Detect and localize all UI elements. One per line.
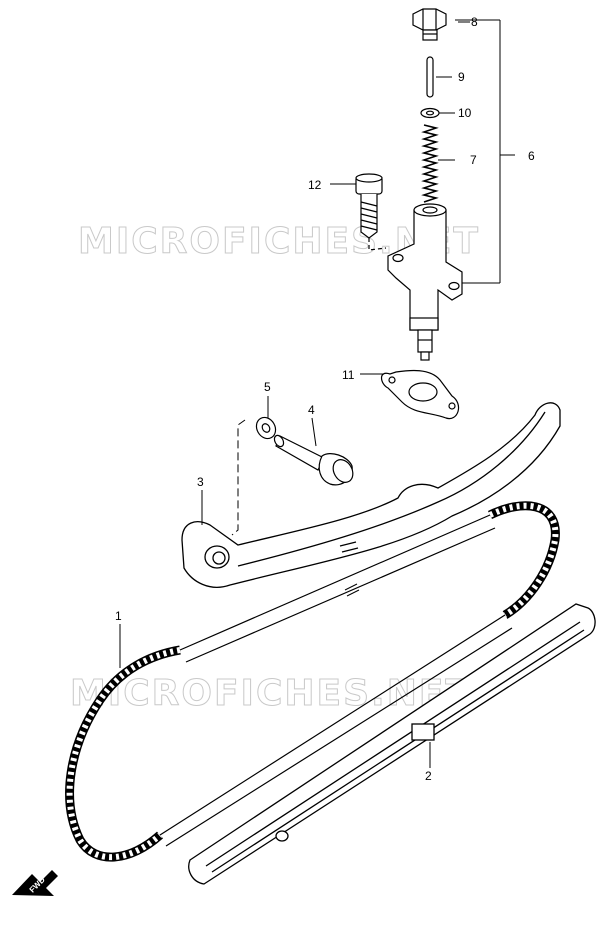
callout-10: 10 bbox=[458, 106, 472, 120]
bolt-12 bbox=[355, 173, 383, 239]
callout-5: 5 bbox=[264, 380, 271, 394]
callout-7: 7 bbox=[470, 153, 477, 167]
tensioner-body bbox=[387, 203, 463, 361]
leader-lines bbox=[119, 21, 470, 768]
bracket-6 bbox=[455, 19, 515, 284]
callout-3: 3 bbox=[197, 475, 204, 489]
spring-7 bbox=[421, 124, 439, 203]
assembly-guide-line bbox=[231, 419, 246, 536]
callout-4: 4 bbox=[308, 403, 315, 417]
cam-chain-1 bbox=[65, 501, 560, 862]
tensioner-assembly bbox=[355, 8, 463, 420]
bolt-8 bbox=[412, 8, 447, 41]
callout-2: 2 bbox=[425, 769, 432, 783]
callout-1: 1 bbox=[115, 609, 122, 623]
bolt-4 bbox=[273, 434, 354, 486]
callout-12: 12 bbox=[308, 178, 322, 192]
gasket-11 bbox=[380, 369, 460, 420]
chain-guide-2 bbox=[188, 603, 596, 885]
rod-9 bbox=[426, 56, 434, 98]
washer-5 bbox=[255, 416, 277, 440]
callout-9: 9 bbox=[458, 70, 465, 84]
callout-6: 6 bbox=[528, 149, 535, 163]
callouts: 8 9 10 7 6 12 11 5 4 3 1 2 bbox=[115, 15, 535, 783]
watermark-bottom: MICROFICHES.NET bbox=[70, 673, 472, 714]
fwd-arrow-icon: FWD bbox=[12, 870, 58, 896]
callout-8: 8 bbox=[471, 15, 478, 29]
callout-11: 11 bbox=[342, 368, 355, 382]
chain-tensioner-arm-3 bbox=[181, 402, 561, 588]
